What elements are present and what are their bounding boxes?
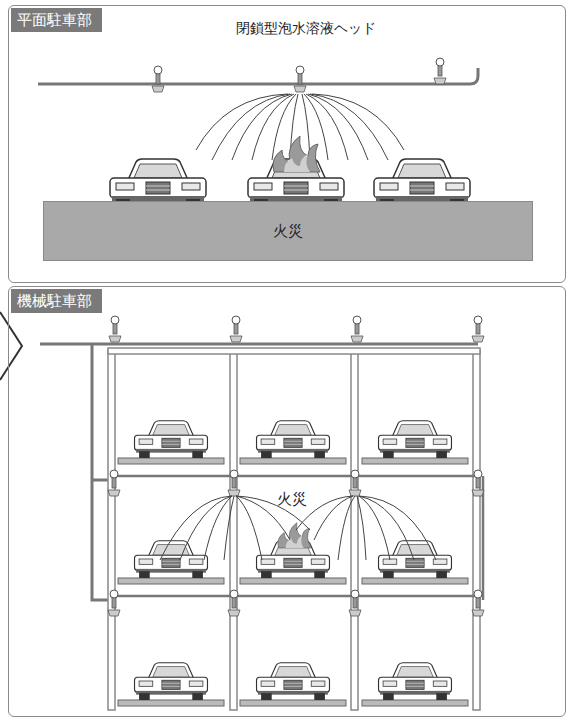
section-panel: 平面駐車部火災 <box>8 5 566 283</box>
fire-label: 火災 <box>277 490 307 509</box>
section-heading: 機械駐車部 <box>11 289 102 313</box>
fire-floor-band: 火災 <box>43 201 533 261</box>
section-heading: 平面駐車部 <box>11 8 102 32</box>
band-text: 火災 <box>273 222 303 241</box>
head-label: 閉鎖型泡水溶液ヘッド <box>236 20 376 38</box>
